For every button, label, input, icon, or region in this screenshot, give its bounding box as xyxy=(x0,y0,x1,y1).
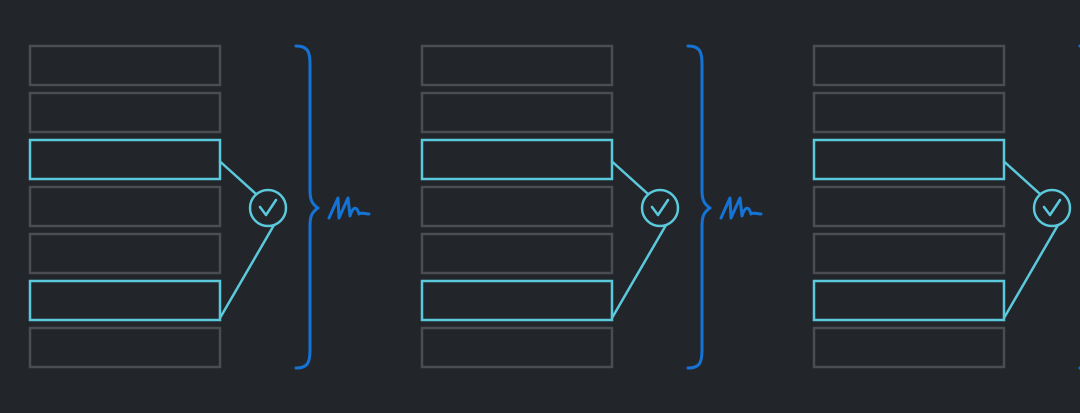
connector-line xyxy=(1002,223,1060,320)
signature-icon xyxy=(719,196,763,220)
block-row xyxy=(812,44,1006,87)
highlighted-row xyxy=(28,279,222,322)
highlighted-row xyxy=(28,138,222,181)
block-row xyxy=(28,91,222,134)
check-circle-icon xyxy=(1032,188,1072,228)
connector-line xyxy=(218,223,276,320)
block-row xyxy=(812,91,1006,134)
connector-line xyxy=(610,223,668,320)
check-circle xyxy=(1032,188,1072,228)
connector-line xyxy=(1002,160,1042,196)
block-row xyxy=(420,44,614,87)
highlighted-row xyxy=(420,138,614,181)
block-3 xyxy=(812,44,1080,370)
block-row xyxy=(812,185,1006,228)
check-circle-icon xyxy=(248,188,288,228)
highlighted-row xyxy=(420,279,614,322)
block-row xyxy=(420,326,614,369)
block-row xyxy=(420,185,614,228)
check-mark xyxy=(650,198,670,217)
block-row xyxy=(812,232,1006,275)
connector-line xyxy=(218,160,258,196)
block-row xyxy=(28,44,222,87)
block-row xyxy=(420,91,614,134)
block-row xyxy=(420,232,614,275)
highlighted-row xyxy=(812,138,1006,181)
block-brace xyxy=(686,44,712,370)
connector-line xyxy=(610,160,650,196)
check-mark xyxy=(1042,198,1062,217)
signature-icon xyxy=(327,196,371,220)
check-circle xyxy=(640,188,680,228)
check-circle-icon xyxy=(640,188,680,228)
block-brace xyxy=(294,44,320,370)
block-row xyxy=(28,232,222,275)
highlighted-row xyxy=(812,279,1006,322)
block-2 xyxy=(420,44,763,370)
block-row xyxy=(28,326,222,369)
block-1 xyxy=(28,44,371,370)
block-row xyxy=(812,326,1006,369)
signature-stroke xyxy=(327,196,371,220)
signature-stroke xyxy=(719,196,763,220)
check-mark xyxy=(258,198,278,217)
block-row xyxy=(28,185,222,228)
check-circle xyxy=(248,188,288,228)
